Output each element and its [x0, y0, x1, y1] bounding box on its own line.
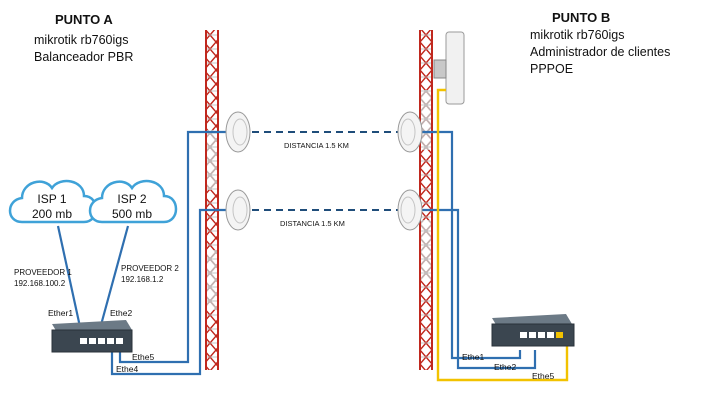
wireless-links — [252, 131, 398, 211]
point-b-role: Administrador de clientes — [530, 45, 671, 59]
sector-antenna — [433, 31, 465, 105]
dish-b-bottom — [397, 189, 423, 231]
router-b — [491, 314, 575, 347]
dish-a-bottom — [225, 189, 251, 231]
point-a-device: mikrotik rb760igs — [34, 33, 129, 47]
distance-top-label: DISTANCIA 1.5 KM — [284, 141, 349, 150]
point-b-title: PUNTO B — [552, 10, 611, 25]
isp1-name: ISP 1 — [37, 192, 67, 206]
isp1-speed: 200 mb — [31, 207, 73, 221]
isp2-name: ISP 2 — [117, 192, 147, 206]
proveedor1-ip: 192.168.100.2 — [14, 279, 66, 288]
cables-a — [56, 130, 228, 376]
port-b-ethe1: Ethe1 — [462, 352, 485, 362]
cables-b — [420, 88, 569, 382]
port-a-ethe5: Ethe5 — [132, 352, 155, 362]
proveedor2-label: PROVEEDOR 2 — [121, 264, 179, 273]
isp2-speed: 500 mb — [111, 207, 153, 221]
tower-a — [205, 30, 219, 370]
port-b-ethe2: Ethe2 — [494, 362, 517, 372]
point-b-protocol: PPPOE — [530, 62, 574, 76]
point-b-device: mikrotik rb760igs — [530, 28, 625, 42]
port-a-ethe2: Ethe2 — [110, 308, 133, 318]
proveedor2-ip: 192.168.1.2 — [121, 275, 164, 284]
distance-bottom-label: DISTANCIA 1.5 KM — [280, 219, 345, 228]
point-a-role: Balanceador PBR — [34, 50, 134, 64]
port-a-ether1: Ether1 — [48, 308, 74, 318]
dish-b-top — [397, 111, 423, 153]
dish-a-top — [225, 111, 251, 153]
router-a — [51, 320, 133, 353]
point-a-title: PUNTO A — [55, 12, 113, 27]
isp2-cloud-icon — [88, 179, 178, 224]
port-b-ethe5: Ethe5 — [532, 371, 555, 381]
proveedor1-label: PROVEEDOR 1 — [14, 268, 72, 277]
port-a-ethe4: Ethe4 — [116, 364, 139, 374]
tower-b — [419, 30, 433, 370]
